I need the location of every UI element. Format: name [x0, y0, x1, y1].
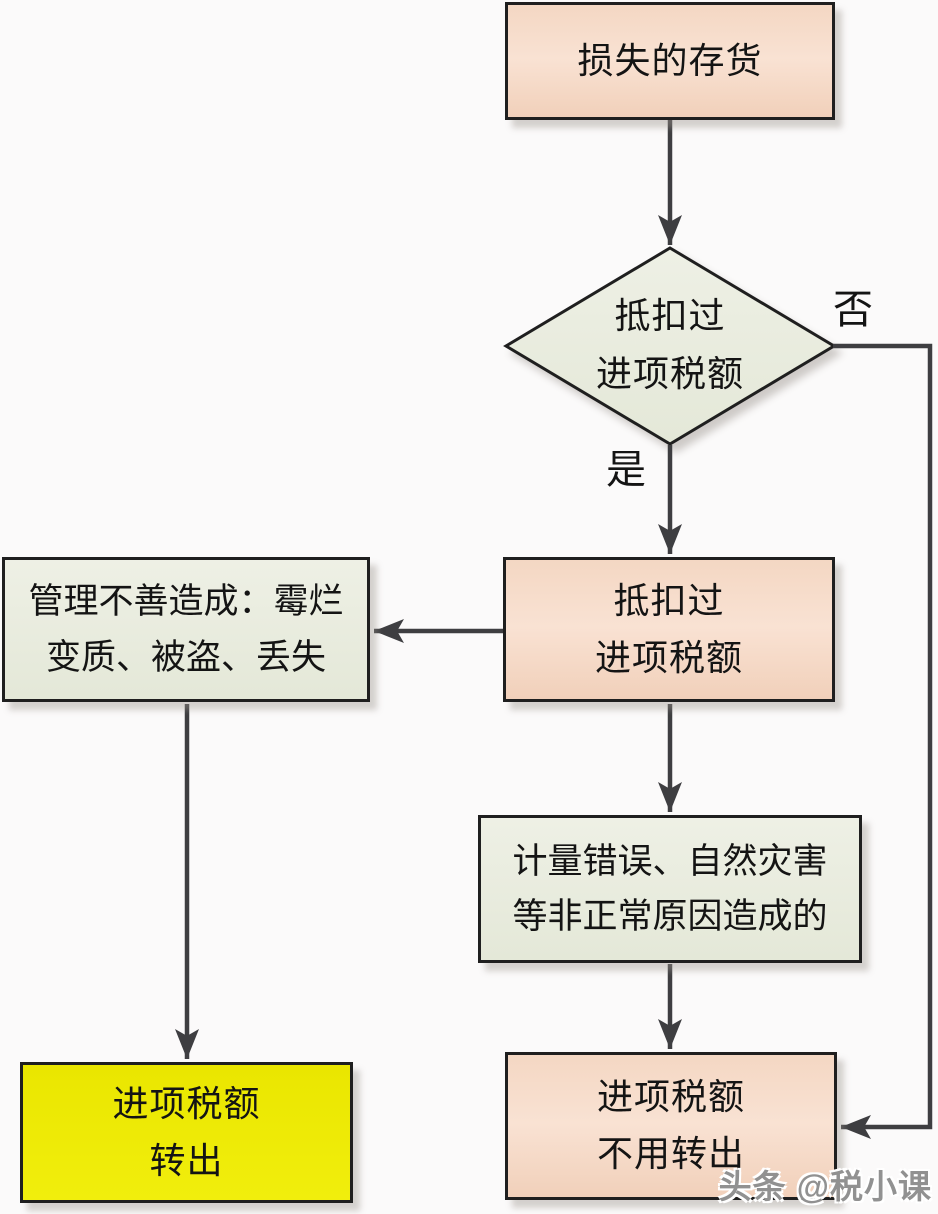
arrow-decision-no-to-no-transfer — [833, 343, 933, 1139]
node-input-tax-transfer-out: 进项税额 转出 — [20, 1062, 353, 1203]
watermark-toutiao-shuixiaoke: 头条 @税小课 — [718, 1168, 932, 1205]
node-lost-inventory: 损失的存货 — [505, 2, 835, 120]
decision-diamond-shape — [503, 246, 837, 446]
node-decision-deducted-input-tax: 抵扣过 进项税额 — [506, 250, 834, 442]
deducted-line-2: 进项税额 — [594, 637, 743, 678]
no-transfer-line-1: 进项税额 — [596, 1077, 745, 1118]
decision-line-1: 抵扣过 — [614, 296, 726, 337]
transfer-out-line-1: 进项税额 — [112, 1083, 261, 1124]
node-abnormal-causes: 计量错误、自然灾害 等非正常原因造成的 — [478, 815, 862, 963]
deducted-line-1: 抵扣过 — [613, 580, 725, 621]
abnormal-line-1: 计量错误、自然灾害 — [512, 841, 828, 881]
edge-label-yes: 是 — [606, 447, 646, 492]
decision-line-2: 进项税额 — [595, 354, 744, 394]
node-deducted-input-tax: 抵扣过 进项税额 — [503, 557, 835, 702]
node-mismanagement-causes: 管理不善造成：霉烂 变质、被盗、丢失 — [2, 557, 370, 702]
no-transfer-line-2: 不用转出 — [596, 1134, 745, 1174]
transfer-out-line-2: 转出 — [149, 1140, 224, 1181]
node-lost-inventory-label: 损失的存货 — [577, 40, 763, 81]
abnormal-line-2: 等非正常原因造成的 — [512, 897, 828, 936]
mismanagement-line-2: 变质、被盗、丢失 — [45, 637, 326, 677]
node-input-tax-no-transfer: 进项税额 不用转出 — [505, 1052, 837, 1200]
edge-label-no: 否 — [833, 287, 873, 332]
mismanagement-line-1: 管理不善造成：霉烂 — [28, 582, 344, 622]
